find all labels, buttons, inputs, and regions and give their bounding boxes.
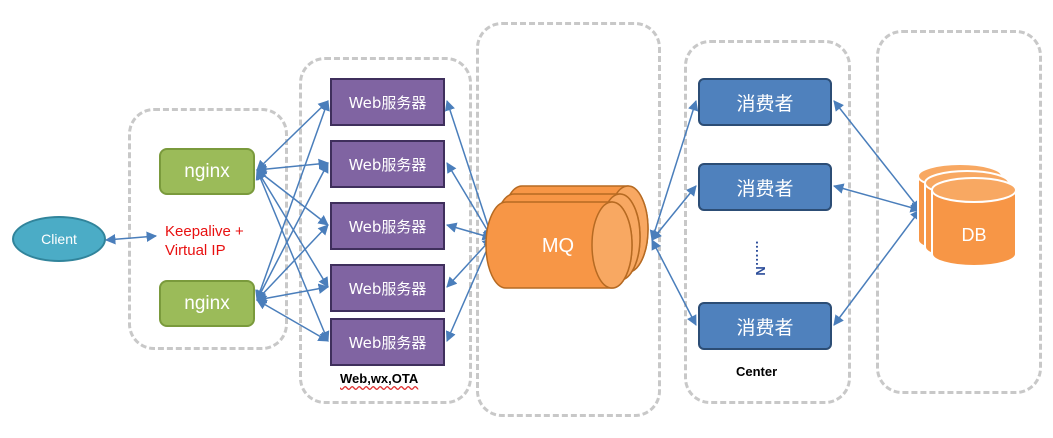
keepalive-note: Keepalive + Virtual IP xyxy=(165,222,244,260)
consumer-node-1: 消费者 xyxy=(698,78,832,126)
nginx-web-link-0-0 xyxy=(256,100,329,171)
nginx-web-link-1-3 xyxy=(255,283,330,304)
client-node: Client xyxy=(12,216,106,262)
consumer-label: 消费者 xyxy=(736,92,794,115)
nginx-web-link-0-4 xyxy=(255,169,330,342)
mq-cylinder-front xyxy=(485,201,633,289)
nginx-label: nginx xyxy=(184,292,230,314)
mq-queue-stack: MQ xyxy=(485,185,649,289)
nginx-label: nginx xyxy=(184,160,230,182)
consumer-node-2: 消费者 xyxy=(698,163,832,211)
client-label: Client xyxy=(41,231,77,247)
consumer-label: 消费者 xyxy=(736,316,794,339)
web-server-node-3: Web服务器 xyxy=(330,202,445,250)
consumer-db-link-0 xyxy=(833,100,921,211)
web-server-node-4: Web服务器 xyxy=(330,264,445,312)
web-server-label: Web服务器 xyxy=(348,155,427,174)
db-label: DB xyxy=(961,225,986,245)
nginx-web-link-1-1 xyxy=(256,162,329,301)
web-server-node-2: Web服务器 xyxy=(330,140,445,188)
keepalive-note-line2: Virtual IP xyxy=(165,242,226,259)
db-cylinder-front xyxy=(931,177,1017,267)
nginx-web-link-1-4 xyxy=(256,299,329,342)
nginx-node-bottom: nginx xyxy=(159,280,255,327)
web-mq-link-0 xyxy=(444,100,495,239)
web-server-label: Web服务器 xyxy=(348,333,427,352)
mq-consumer-link-0 xyxy=(649,99,699,242)
center-group-caption: Center xyxy=(736,364,778,379)
db-stack: DB xyxy=(917,163,1017,267)
web-server-node-5: Web服务器 xyxy=(330,318,445,366)
mq-consumer-link-2 xyxy=(651,239,697,326)
consumer-db-link-2 xyxy=(833,209,921,326)
keepalive-note-line1: Keepalive + xyxy=(165,223,244,240)
consumer-node-3: 消费者 xyxy=(698,302,832,350)
web-server-label: Web服务器 xyxy=(348,93,427,112)
web-server-label: Web服务器 xyxy=(348,217,427,236)
consumer-db-link-1 xyxy=(832,183,922,213)
web-server-label: Web服务器 xyxy=(348,279,427,298)
mq-consumer-link-1 xyxy=(651,185,697,241)
client-nginx-link xyxy=(104,231,158,245)
web-server-node-1: Web服务器 xyxy=(330,78,445,126)
nginx-node-top: nginx xyxy=(159,148,255,195)
web-mq-link-3 xyxy=(446,237,493,288)
consumer-label: 消费者 xyxy=(736,177,794,200)
web-group-caption: Web,wx,OTA xyxy=(340,371,419,386)
nginx-web-link-0-1 xyxy=(255,158,330,175)
web-mq-link-4 xyxy=(445,237,494,342)
mq-label: MQ xyxy=(542,235,574,257)
web-mq-link-2 xyxy=(445,222,494,241)
consumer-ellipsis: ……N xyxy=(753,240,768,276)
